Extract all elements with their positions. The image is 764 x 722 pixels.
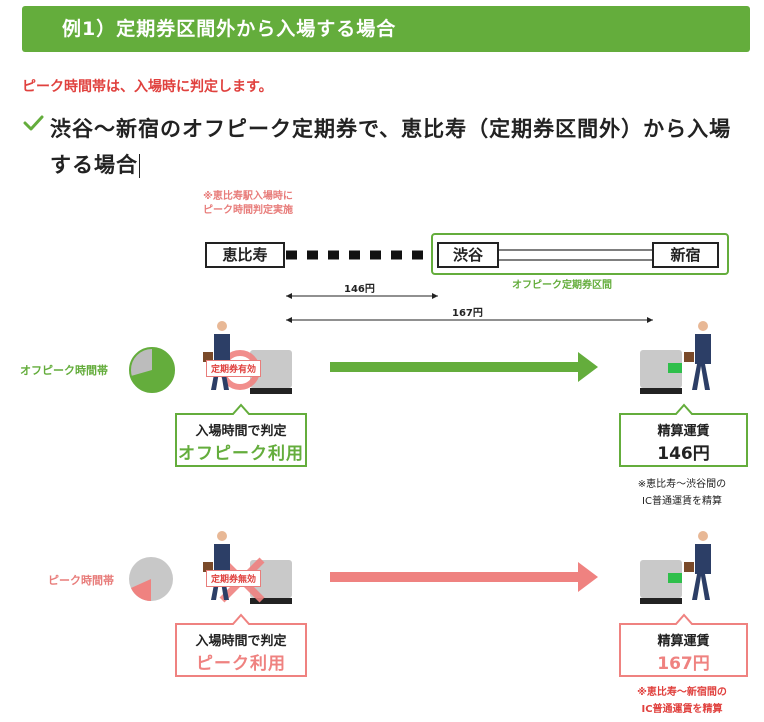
fare-146-label: 146円 — [344, 284, 375, 295]
header-title: 例1）定期券区間外から入場する場合 — [62, 18, 397, 40]
peak-exit-gate-icon — [640, 560, 682, 604]
offpeak-entry-gate-icon — [250, 350, 292, 394]
peak-pass-status-tag: 定期券無効 — [206, 570, 262, 587]
peak-exit-passenger-icon — [684, 531, 711, 600]
peak-entry-passenger-icon — [203, 531, 230, 600]
offpeak-clock-icon — [129, 347, 175, 393]
peak-arrow — [330, 562, 598, 592]
station-shibuya: 渋谷 — [437, 242, 499, 268]
offpeak-settle-text: 精算運賃 146円 — [622, 420, 745, 464]
pass-section-box — [431, 233, 729, 275]
offpeak-exit-passenger-icon — [684, 321, 711, 390]
offpeak-footnote: ※恵比寿〜渋谷間の IC普通運賃を精算 — [637, 479, 727, 507]
scenario-heading: 渋谷〜新宿のオフピーク定期券で、恵比寿（定期券区間外）から入場する場合 — [50, 117, 732, 178]
check-icon — [23, 115, 44, 131]
peak-judgement-note: ピーク時間帯は、入場時に判定します。 — [22, 79, 273, 95]
station-shinjuku: 新宿 — [652, 242, 719, 268]
header-bar — [22, 6, 750, 52]
offpeak-arrow — [330, 352, 598, 382]
fare-167-label: 167円 — [452, 308, 483, 319]
pass-section-label: オフピーク定期券区間 — [512, 280, 612, 291]
offpeak-pass-status-tag: 定期券有効 — [206, 360, 262, 377]
peak-clock-icon — [129, 557, 173, 601]
peak-judgement-text: 入場時間で判定 ピーク利用 — [178, 630, 304, 674]
offpeak-judgement-text: 入場時間で判定 オフピーク利用 — [178, 420, 304, 464]
peak-footnote: ※恵比寿〜新宿間の IC普通運賃を精算 — [637, 687, 727, 715]
peak-settle-text: 精算運賃 167円 — [622, 630, 745, 674]
entry-note: ※恵比寿駅入場時にピーク時間判定実施 — [203, 191, 293, 216]
station-ebisu: 恵比寿 — [205, 242, 285, 268]
offpeak-exit-gate-icon — [640, 350, 682, 394]
peak-label: ピーク時間帯 — [48, 574, 114, 587]
peak-entry-gate-icon — [250, 560, 292, 604]
offpeak-label: オフピーク時間帯 — [20, 364, 108, 377]
offpeak-entry-passenger-icon — [203, 321, 230, 390]
